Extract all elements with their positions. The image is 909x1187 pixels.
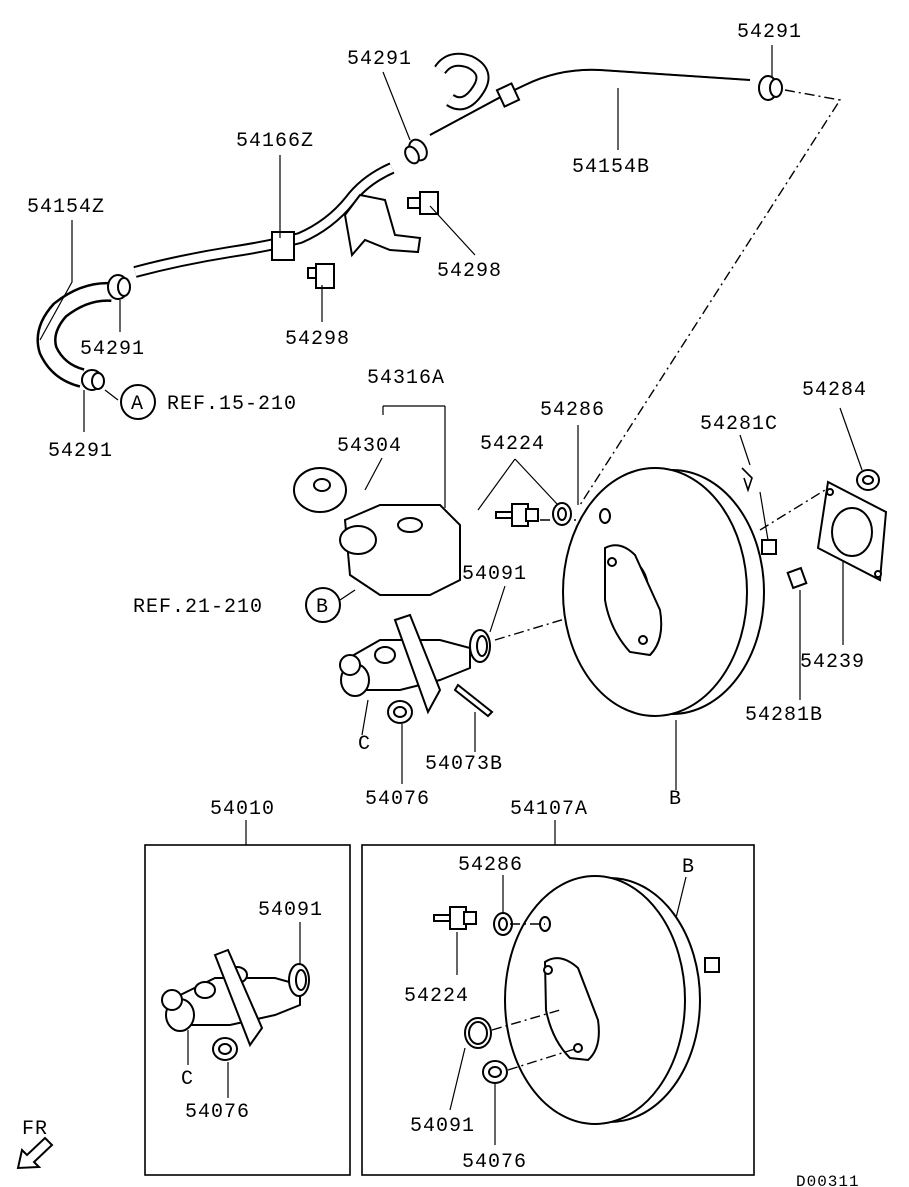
brake-booster [495, 467, 888, 717]
front-arrow-icon [16, 1136, 54, 1170]
box-right-frame [361, 844, 755, 1176]
box-left-frame [144, 844, 351, 1176]
hose-connector [495, 82, 521, 108]
box-right-nut [482, 1060, 508, 1084]
clamp-left-upper [107, 274, 131, 300]
label-grommet: 54286 [540, 399, 605, 422]
ref-b-circle-label: B [316, 596, 329, 619]
label-right-hose: 54154B [572, 156, 650, 179]
label-mc-assembly: 54316A [367, 367, 445, 390]
label-check-valve: 54224 [480, 433, 545, 456]
clamp-top-mid [404, 138, 428, 165]
label-clamp-top-right: 54291 [737, 21, 802, 44]
box-left-seal-label: 54091 [258, 899, 323, 922]
ref-a: A REF.15-210 [120, 384, 297, 420]
label-mid-pipe: 54166Z [236, 130, 314, 153]
ref-a-text: REF.15-210 [167, 393, 297, 416]
label-mc-nut: 54076 [365, 788, 430, 811]
label-pin: 54281B [745, 704, 823, 727]
label-left-hose: 54154Z [27, 196, 105, 219]
box-left-cylinder [161, 948, 301, 1048]
front-direction-indicator: FR [16, 1118, 54, 1170]
bolt-lower [307, 263, 335, 289]
routing-leader-gasket [759, 489, 826, 531]
booster-gasket [816, 480, 888, 582]
box-left-nut-label: 54076 [185, 1101, 250, 1124]
label-bolt-lower: 54298 [285, 328, 350, 351]
master-cylinder-assembly [293, 467, 494, 724]
callout-leaders [39, 45, 863, 790]
box-left-title: 54010 [210, 798, 275, 821]
clamp-left-lower [81, 369, 105, 391]
box-right-title: 54107A [510, 798, 588, 821]
box-right-nut-label: 54076 [462, 1151, 527, 1174]
label-booster-body: B [669, 788, 682, 811]
mc-nut [387, 700, 413, 724]
booster-clip [741, 467, 753, 493]
ref-a-circle-label: A [131, 393, 144, 416]
box-right-grommet-label: 54286 [458, 854, 523, 877]
box-right-booster [504, 875, 720, 1125]
front-label: FR [22, 1118, 48, 1141]
clamp-top-right [758, 75, 783, 101]
master-cylinder-seal [469, 629, 491, 663]
fluid-reservoir [343, 504, 461, 596]
box-right-valve [433, 906, 477, 930]
box-left-seal [288, 963, 310, 997]
box-right-seal-label: 54091 [410, 1115, 475, 1138]
check-valve [495, 503, 539, 527]
box-right-valve-label: 54224 [404, 985, 469, 1008]
box-left-nut [212, 1037, 238, 1061]
ref-b-text: REF.21-210 [133, 596, 263, 619]
label-reservoir-cap: 54304 [337, 435, 402, 458]
box-right-body-label: B [682, 856, 695, 879]
label-bolt-upper: 54298 [437, 260, 502, 283]
grommet [552, 502, 572, 526]
diagram-code: D00311 [796, 1173, 860, 1187]
label-clamp-top-mid: 54291 [347, 48, 412, 71]
booster-pin [786, 566, 808, 590]
booster-shell [562, 467, 748, 717]
reservoir-cap [293, 467, 347, 513]
label-sensor: 54073B [425, 753, 503, 776]
label-booster-nut: 54284 [802, 379, 867, 402]
label-clip: 54281C [700, 413, 778, 436]
label-mc-port: C [358, 733, 371, 756]
pipe-bracket [343, 193, 422, 258]
pipe-clip [271, 231, 295, 261]
routing-leader-hose [579, 89, 842, 506]
box-right-seal [464, 1017, 492, 1049]
label-mc-seal: 54091 [462, 563, 527, 586]
box-master-cylinder-kit: 54010 54091 54076 C [144, 798, 351, 1176]
booster-flange [604, 544, 663, 657]
bolt-upper [407, 191, 439, 215]
box-booster-kit: 54107A [361, 798, 755, 1176]
label-clamp-left-lower: 54291 [48, 440, 113, 463]
pressure-sensor [453, 683, 494, 718]
box-left-port-label: C [181, 1068, 194, 1091]
label-gasket: 54239 [800, 651, 865, 674]
booster-nut [856, 469, 880, 491]
label-clamp-left-upper: 54291 [80, 338, 145, 361]
ref-b: B REF.21-210 [133, 587, 341, 623]
vacuum-hose-assembly [36, 52, 783, 391]
box-right-grommet [493, 912, 513, 936]
